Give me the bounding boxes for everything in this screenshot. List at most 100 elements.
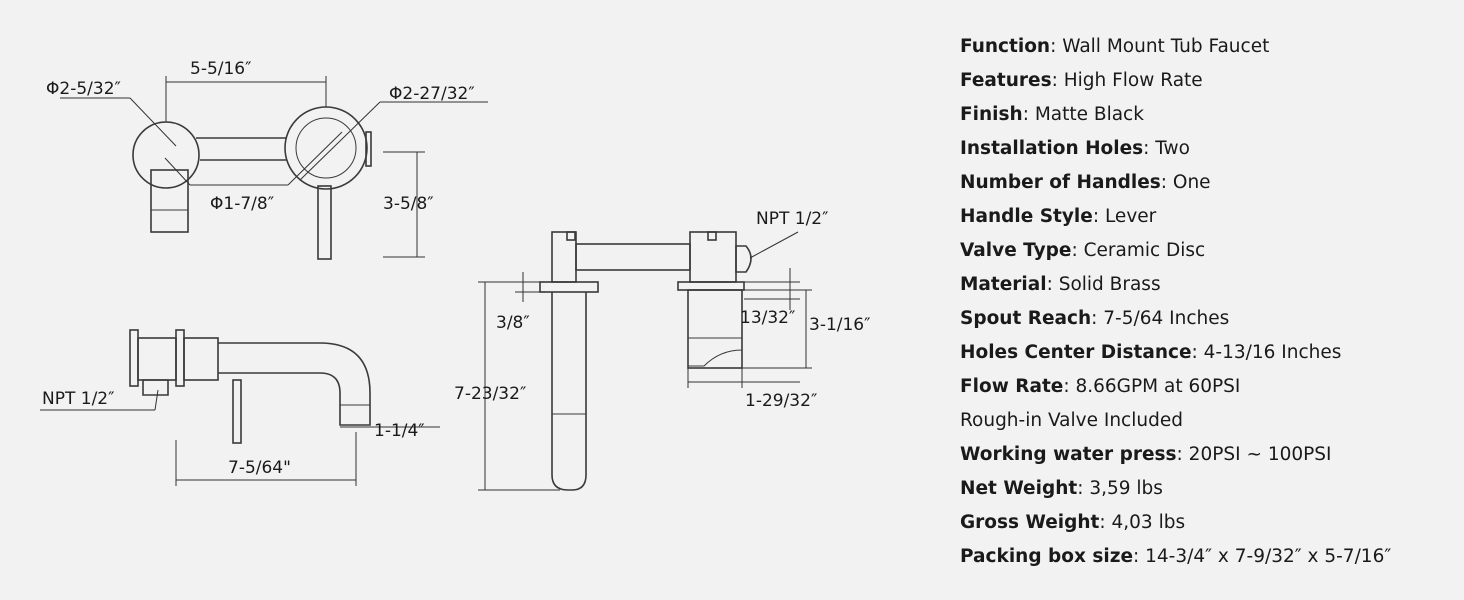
spec-row-material: Material: Solid Brass — [960, 268, 1460, 302]
spec-separator: : — [1071, 240, 1084, 261]
spec-row-installation-holes: Installation Holes: Two — [960, 132, 1460, 166]
spec-separator: : — [1050, 36, 1063, 57]
spec-label: Gross Weight — [960, 512, 1100, 533]
dim-valve-npt: NPT 1/2″ — [756, 209, 828, 229]
dim-valve-body-height: 3-1/16″ — [809, 315, 870, 335]
faucet-technical-drawing: 5-5/16″ Φ2-5/32″ Φ2-27/32″ Φ1-7/8″ 3-5/8… — [40, 59, 870, 491]
spec-row-packing-box-size: Packing box size: 14-3/4″ x 7-9/32″ x 5-… — [960, 540, 1460, 574]
spec-label: Packing box size — [960, 546, 1134, 567]
spout-escutcheon — [132, 121, 200, 189]
spec-value: One — [1172, 172, 1211, 193]
leader — [287, 131, 343, 186]
spec-label: Features — [960, 70, 1052, 91]
spec-value: 7-5/64 Inches — [1103, 308, 1230, 329]
spec-row-handle-style: Handle Style: Lever — [960, 200, 1460, 234]
valve-cap-notch — [566, 231, 576, 241]
spec-row-valve-type: Valve Type: Ceramic Disc — [960, 234, 1460, 268]
spec-separator: : — [1063, 376, 1076, 397]
spec-value: 4,03 lbs — [1111, 512, 1186, 533]
handle-body — [183, 337, 219, 381]
dim-valve-plate: 3/8″ — [496, 313, 530, 333]
dim-center-distance: 5-5/16″ — [190, 59, 251, 79]
spec-row-net-weight: Net Weight: 3,59 lbs — [960, 472, 1460, 506]
dim-side-outlet: 1-1/4″ — [374, 421, 425, 441]
dim-side-reach: 7-5/64" — [228, 458, 291, 478]
spec-row-flow-rate: Flow Rate: 8.66GPM at 60PSI — [960, 370, 1460, 404]
spec-value: Two — [1155, 138, 1190, 159]
spec-row-rough-in-valve: Rough-in Valve Included — [960, 404, 1460, 438]
dim-valve-total: 7-23/32″ — [454, 384, 526, 404]
spec-value: Solid Brass — [1058, 274, 1161, 295]
spec-label: Material — [960, 274, 1047, 295]
spec-value: 4-13/16 Inches — [1203, 342, 1342, 363]
dim-valve-body-width: 1-29/32″ — [745, 391, 817, 411]
spec-value: Ceramic Disc — [1083, 240, 1206, 261]
dim-handle-diameter: Φ1-7/8″ — [210, 194, 274, 214]
handle-hub — [295, 117, 357, 179]
valve-bridge — [575, 243, 691, 271]
spec-row-holes-center-distance: Holes Center Distance: 4-13/16 Inches — [960, 336, 1460, 370]
spec-separator: : — [1099, 512, 1112, 533]
leader — [154, 389, 159, 411]
spec-label: Installation Holes — [960, 138, 1144, 159]
spec-separator: : — [1022, 104, 1035, 125]
valve-inlet — [735, 245, 752, 273]
spec-separator: : — [1092, 206, 1105, 227]
spec-row-gross-weight: Gross Weight: 4,03 lbs — [960, 506, 1460, 540]
spec-value: 14-3/4″ x 7-9/32″ x 5-7/16″ — [1145, 546, 1392, 567]
spec-label: Working water press — [960, 444, 1177, 465]
valve-body — [687, 289, 743, 369]
front-side-tab — [365, 131, 372, 167]
spec-row-finish: Finish: Matte Black — [960, 98, 1460, 132]
spec-value: Rough-in Valve Included — [960, 410, 1183, 431]
mount-body — [137, 337, 177, 381]
spec-row-number-of-handles: Number of Handles: One — [960, 166, 1460, 200]
dim-valve-offset: 13/32″ — [740, 308, 795, 328]
spec-label: Finish — [960, 104, 1023, 125]
spec-list: Function: Wall Mount Tub Faucet Features… — [960, 30, 1460, 574]
spec-separator: : — [1051, 70, 1064, 91]
spec-value: Matte Black — [1034, 104, 1144, 125]
spec-separator: : — [1091, 308, 1104, 329]
side-view: NPT 1/2″ 1-1/4″ 7-5/64" — [40, 329, 440, 486]
spec-label: Number of Handles — [960, 172, 1161, 193]
spec-row-spout-reach: Spout Reach: 7-5/64 Inches — [960, 302, 1460, 336]
spec-value: 8.66GPM at 60PSI — [1075, 376, 1241, 397]
spec-value: 20PSI ~ 100PSI — [1188, 444, 1332, 465]
spec-separator: : — [1046, 274, 1059, 295]
front-view: 5-5/16″ Φ2-5/32″ Φ2-27/32″ Φ1-7/8″ 3-5/8… — [46, 59, 488, 260]
dim-plate-diameter: Φ2-27/32″ — [389, 84, 475, 104]
valve-tube — [551, 292, 587, 491]
valve-left-plate — [539, 281, 599, 293]
spec-value: High Flow Rate — [1063, 70, 1203, 91]
spec-separator: : — [1077, 478, 1090, 499]
handle-lever — [317, 185, 332, 260]
dim-spout-diameter: Φ2-5/32″ — [46, 79, 121, 99]
spec-label: Holes Center Distance — [960, 342, 1192, 363]
valve-block-notch — [707, 231, 717, 241]
spec-label: Function — [960, 36, 1051, 57]
side-lever — [232, 379, 242, 444]
valve-right-plate — [677, 281, 745, 291]
spec-row-features: Features: High Flow Rate — [960, 64, 1460, 98]
spec-value: Wall Mount Tub Faucet — [1062, 36, 1270, 57]
valve-view: NPT 1/2″ 3/8″ 7-23/32″ 13/32″ 3-1/16″ 1-… — [454, 209, 870, 491]
spec-label: Net Weight — [960, 478, 1078, 499]
spec-separator: : — [1191, 342, 1204, 363]
spec-separator: : — [1160, 172, 1173, 193]
dim-side-npt: NPT 1/2″ — [42, 389, 114, 409]
spec-value: Lever — [1104, 206, 1157, 227]
spec-row-working-water-press: Working water press: 20PSI ~ 100PSI — [960, 438, 1460, 472]
leader — [749, 231, 799, 259]
leader — [129, 97, 177, 147]
spec-separator: : — [1133, 546, 1146, 567]
mount-flange — [175, 329, 185, 387]
spec-label: Handle Style — [960, 206, 1093, 227]
dim-front-height: 3-5/8″ — [383, 194, 434, 214]
leader — [299, 101, 381, 181]
side-spout — [218, 342, 371, 426]
spec-label: Spout Reach — [960, 308, 1092, 329]
spec-separator: : — [1143, 138, 1156, 159]
valve-body-window — [688, 337, 743, 367]
spec-label: Flow Rate — [960, 376, 1064, 397]
